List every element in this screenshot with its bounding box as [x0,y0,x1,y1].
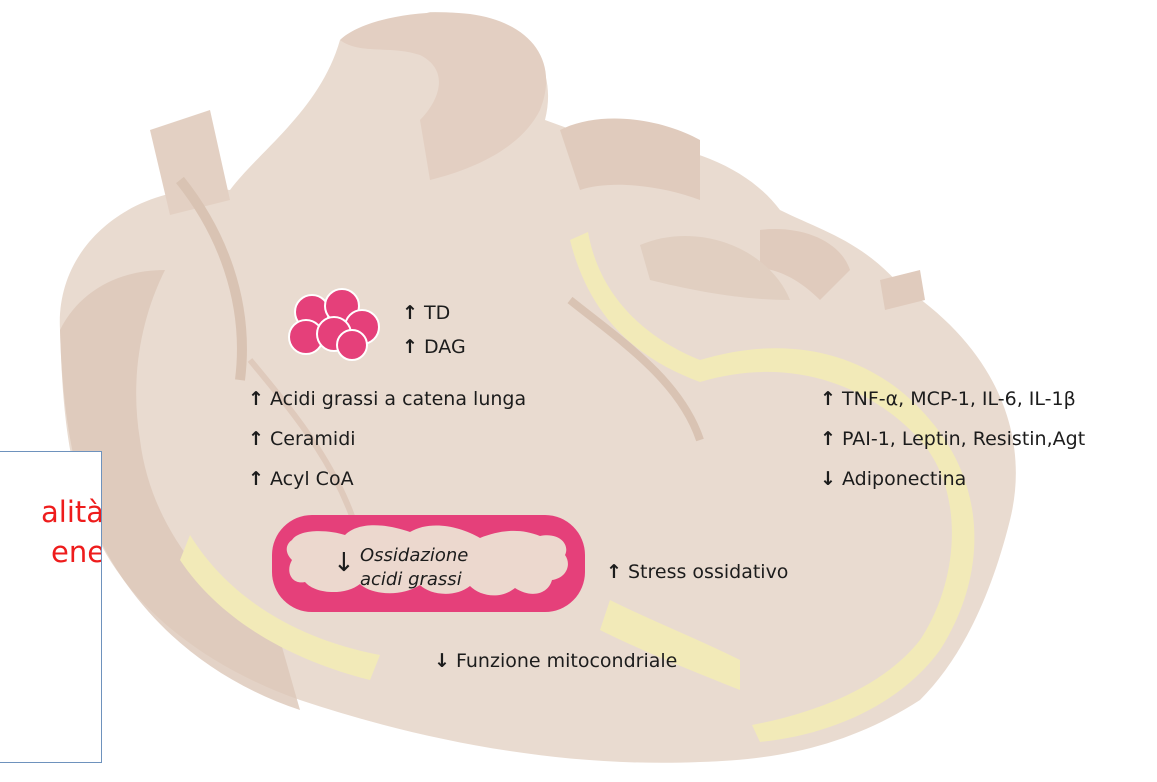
side-text-box: alità ene [0,451,102,763]
label-adiponectina: ↓Adiponectina [820,470,966,489]
up-arrow-icon: ↑ [248,390,262,409]
label-acyl-coa: ↑Acyl CoA [248,470,354,489]
up-arrow-icon: ↑ [402,304,416,323]
up-arrow-icon: ↑ [402,338,416,357]
up-arrow-icon: ↑ [248,470,262,489]
mito-text-line-2: acidi grassi [360,571,462,589]
label-funzione-mitocondriale: ↓Funzione mitocondriale [434,652,677,671]
side-text-line-1: alità [41,498,102,527]
down-arrow-icon: ↓ [820,470,834,489]
label-stress-ossidativo: ↑Stress ossidativo [606,563,788,582]
label-adipokines: ↑PAI-1, Leptin, Resistin,Agt [820,430,1085,449]
up-arrow-icon: ↑ [820,390,834,409]
dag-label: ↑DAG [402,338,466,357]
side-text-line-2: ene [51,538,102,567]
up-arrow-icon: ↑ [606,563,620,582]
td-label: ↑TD [402,304,450,323]
mito-text-line-1: Ossidazione [360,547,468,565]
up-arrow-icon: ↑ [248,430,262,449]
down-arrow-icon: ↓ [434,652,448,671]
mito-down-arrow-icon: ↓ [333,550,355,576]
label-acidi-grassi: ↑Acidi grassi a catena lunga [248,390,526,409]
label-ceramidi: ↑Ceramidi [248,430,356,449]
up-arrow-icon: ↑ [820,430,834,449]
label-cytokines: ↑TNF-α, MCP-1, IL-6, IL-1β [820,390,1076,409]
